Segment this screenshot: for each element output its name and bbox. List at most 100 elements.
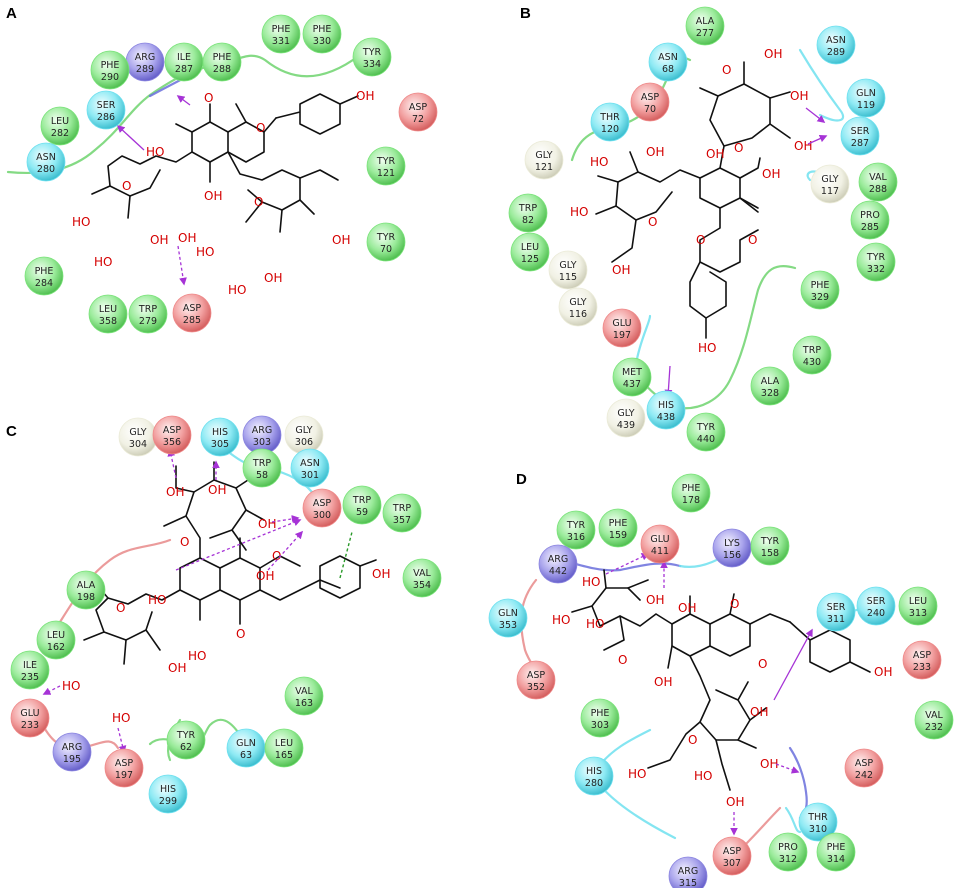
atom-hydroxyl: OH	[678, 601, 696, 615]
residue-number: 289	[136, 64, 154, 75]
residue-name: HIS	[586, 766, 602, 777]
residue-number: 437	[623, 379, 641, 390]
atom-oxygen: O	[254, 195, 263, 209]
residue-name: ASN	[826, 35, 846, 46]
residue-number: 310	[809, 824, 827, 835]
residue-disc	[290, 448, 330, 488]
residue-name: PRO	[778, 842, 798, 853]
residue-number: 59	[356, 507, 368, 518]
atom-hydroxyl: HO	[586, 617, 604, 631]
residue-number: 354	[413, 580, 431, 591]
residue-disc	[202, 42, 242, 82]
residue-name: ILE	[177, 52, 191, 63]
atom-hydroxyl: HO	[552, 613, 570, 627]
residue-number: 329	[811, 292, 829, 303]
atom-hydroxyl: HO	[188, 649, 206, 663]
residue-disc	[242, 448, 282, 488]
residue-number: 62	[180, 742, 192, 753]
residue-disc	[264, 728, 304, 768]
residue-number: 303	[253, 437, 271, 448]
residue-name: GLY	[129, 427, 146, 438]
residue-name: PHE	[591, 708, 610, 719]
residue-name: GLN	[856, 88, 876, 99]
atom-hydroxyl: OH	[256, 569, 274, 583]
residue-number: 289	[827, 47, 845, 58]
residue-disc	[488, 598, 528, 638]
residue-number: 312	[779, 854, 797, 865]
atom-hydroxyl: HO	[148, 593, 166, 607]
atom-hydroxyl: HO	[94, 255, 112, 269]
residue-disc	[556, 510, 596, 550]
residue-disc	[816, 592, 856, 632]
panel-d: D HO OH HO HO O OH O O OH OH OH O	[488, 471, 954, 888]
residue-disc	[398, 92, 438, 132]
residue-disc	[200, 417, 240, 457]
residue-disc	[671, 473, 711, 513]
residue-number: 117	[821, 186, 839, 197]
residue-number: 352	[527, 682, 545, 693]
residue-name: ILE	[23, 660, 37, 671]
residue-disc	[768, 832, 808, 872]
atom-oxygen: O	[116, 601, 125, 615]
residue-number: 307	[723, 858, 741, 869]
atom-oxygen: O	[204, 91, 213, 105]
residue-disc	[538, 544, 578, 584]
residue-name: GLY	[821, 174, 838, 185]
residue-number: 287	[851, 138, 869, 149]
residue-name: ASN	[658, 52, 678, 63]
residue-name: HIS	[160, 784, 176, 795]
residue-number: 156	[723, 550, 741, 561]
atom-hydroxyl: OH	[150, 233, 168, 247]
atom-hydroxyl: HO	[570, 205, 588, 219]
residue-name: TYR	[376, 156, 396, 167]
residue-number: 121	[535, 162, 553, 173]
residue-disc	[792, 335, 832, 375]
residue-name: HIS	[212, 427, 228, 438]
residue-number: 178	[682, 495, 700, 506]
residue-number: 440	[697, 434, 715, 445]
panel-c: C OH OH OH OH O HO O O OH O HO HO HO	[6, 415, 442, 814]
residue-number: 197	[115, 770, 133, 781]
residue-name: ASP	[163, 425, 182, 436]
residue-number: 197	[613, 330, 631, 341]
residue-name: ARG	[252, 425, 272, 436]
residue-disc	[510, 232, 550, 272]
atom-oxygen: O	[758, 657, 767, 671]
residue-name: PHE	[827, 842, 846, 853]
residue-number: 331	[272, 36, 290, 47]
residue-name: GLU	[20, 708, 39, 719]
residue-number: 286	[97, 112, 115, 123]
residue-disc	[606, 398, 646, 438]
atom-oxygen: O	[272, 549, 281, 563]
residue-name: PRO	[860, 210, 880, 221]
atom-hydroxyl: HO	[62, 679, 80, 693]
residue-name: TYR	[566, 520, 586, 531]
panel-label: C	[6, 423, 17, 440]
atom-hydroxyl: OH	[646, 145, 664, 159]
residue-name: PHE	[811, 280, 830, 291]
residue-number: 299	[159, 796, 177, 807]
atom-hydroxyl: OH	[790, 89, 808, 103]
